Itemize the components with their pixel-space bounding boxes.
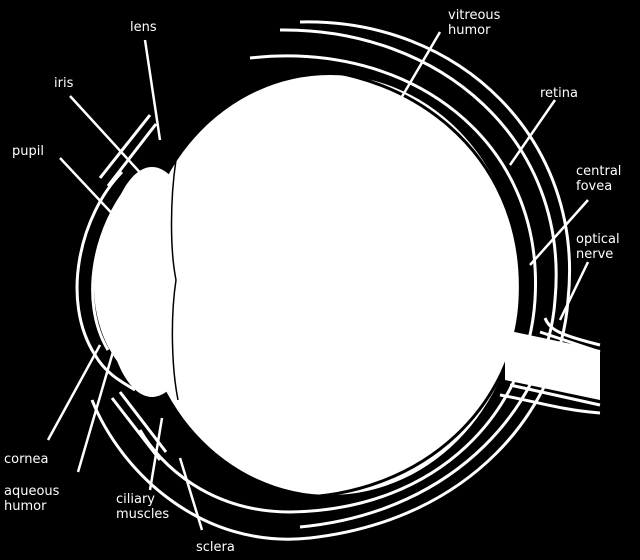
label-aqueous-humor: aqueous humor xyxy=(4,484,60,514)
label-ciliary-muscles: ciliary muscles xyxy=(116,492,170,522)
label-optical-nerve: optical nerve xyxy=(576,232,620,262)
cornea-fill xyxy=(93,190,150,385)
pointer-pupil xyxy=(59,157,121,223)
iris-lower-line xyxy=(110,397,162,461)
label-iris: iris xyxy=(54,76,74,91)
label-central-fovea: central fovea xyxy=(576,164,622,194)
label-pupil: pupil xyxy=(12,144,44,159)
pointer-fovea xyxy=(529,199,589,266)
label-vitreous-humor: vitreous humor xyxy=(448,8,501,38)
vitreous-body xyxy=(140,75,520,495)
label-lens: lens xyxy=(130,20,157,35)
sclera-outer-line-2 xyxy=(279,28,558,529)
sclera-outer-line xyxy=(90,20,571,541)
label-retina: retina xyxy=(540,86,578,101)
optic-nerve-bottom xyxy=(509,383,601,407)
pointer-vitreous xyxy=(398,31,442,101)
label-cornea: cornea xyxy=(4,452,49,467)
optic-nerve-bottom-2 xyxy=(499,393,601,415)
pointer-retina xyxy=(508,99,557,166)
lens-edge xyxy=(170,159,179,401)
retina-line xyxy=(249,66,522,500)
pointer-optical xyxy=(558,261,590,321)
pointer-iris xyxy=(69,95,146,179)
pointer-aqueous xyxy=(76,344,117,473)
iris-upper-line xyxy=(98,114,152,179)
iris-upper-line-2 xyxy=(106,123,158,187)
pointer-lens xyxy=(143,39,162,141)
cornea-curve xyxy=(75,170,136,392)
optic-nerve xyxy=(505,330,600,400)
optic-nerve-top-2 xyxy=(543,317,601,347)
pointer-ciliary xyxy=(148,417,164,491)
label-sclera: sclera xyxy=(196,540,235,555)
pointer-cornea xyxy=(46,344,102,441)
pointer-sclera xyxy=(178,457,204,531)
